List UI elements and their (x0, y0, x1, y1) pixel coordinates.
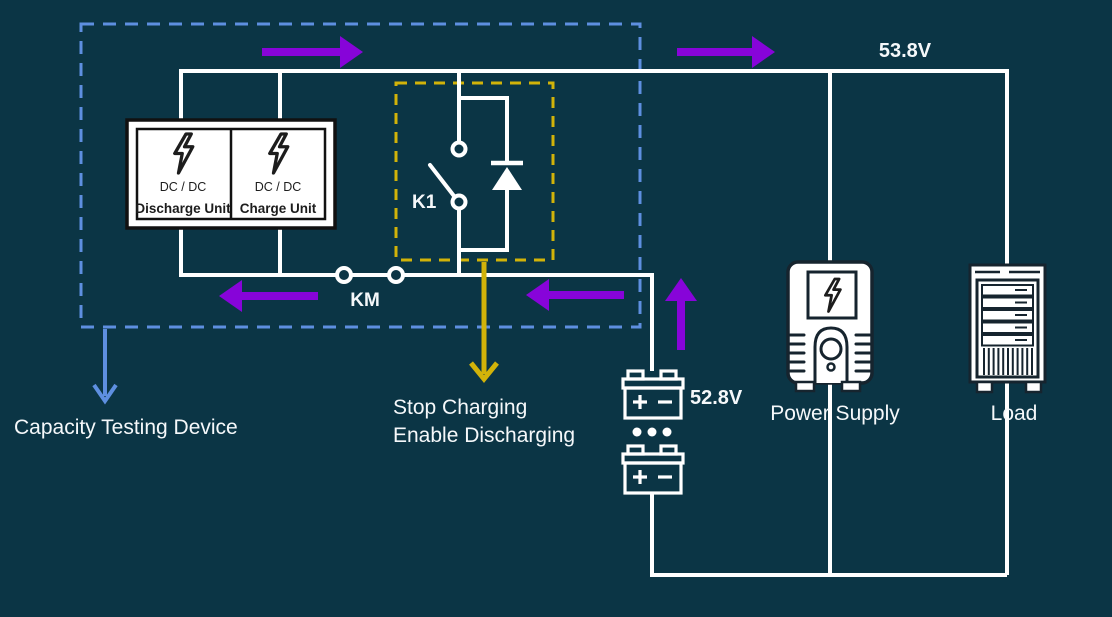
control-annotation-line2: Enable Discharging (393, 424, 575, 447)
km-contactor-icon (335, 266, 405, 284)
capacity-device-label: Capacity Testing Device (14, 416, 238, 439)
capacity-testing-device-box (79, 22, 642, 329)
k1-label: K1 (412, 192, 437, 213)
control-annotation-line1: Stop Charging (393, 396, 527, 419)
k1-control-box (394, 81, 555, 262)
capacity-device-pointer-arrow-icon (92, 329, 118, 405)
power-supply-icon (786, 260, 874, 393)
battery-stack-icon (621, 369, 685, 495)
current-flow-arrows (219, 36, 775, 350)
diode-bypass-wire (459, 96, 509, 252)
flow-arrow-battery-up-icon (665, 278, 697, 350)
charge-unit-label: Charge Unit (240, 201, 317, 216)
load-icon (968, 263, 1047, 394)
flow-arrow-top-left-icon (262, 36, 363, 68)
flow-arrow-bottom-mid-icon (526, 279, 624, 311)
flow-arrow-top-right-icon (677, 36, 775, 68)
dcdc-converter-box: DC / DC DC / DC Discharge Unit Charge Un… (125, 118, 337, 230)
battery-return-wire (650, 493, 1007, 577)
bottom-bus-wire (179, 228, 654, 371)
k1-switch-icon (428, 140, 468, 211)
control-signal-arrow-icon (469, 262, 499, 383)
load-label: Load (991, 402, 1038, 425)
flow-arrow-bottom-left-icon (219, 280, 318, 312)
km-label: KM (350, 290, 380, 311)
battery-ellipsis-icon (632, 427, 672, 437)
battery-voltage-label: 52.8V (690, 387, 743, 409)
diode-icon (491, 160, 523, 190)
dcdc-label-right: DC / DC (255, 180, 302, 194)
dcdc-label-left: DC / DC (160, 180, 207, 194)
power-supply-label: Power Supply (770, 402, 900, 425)
bus-voltage-label: 53.8V (879, 40, 932, 62)
discharge-unit-label: Discharge Unit (135, 201, 231, 216)
